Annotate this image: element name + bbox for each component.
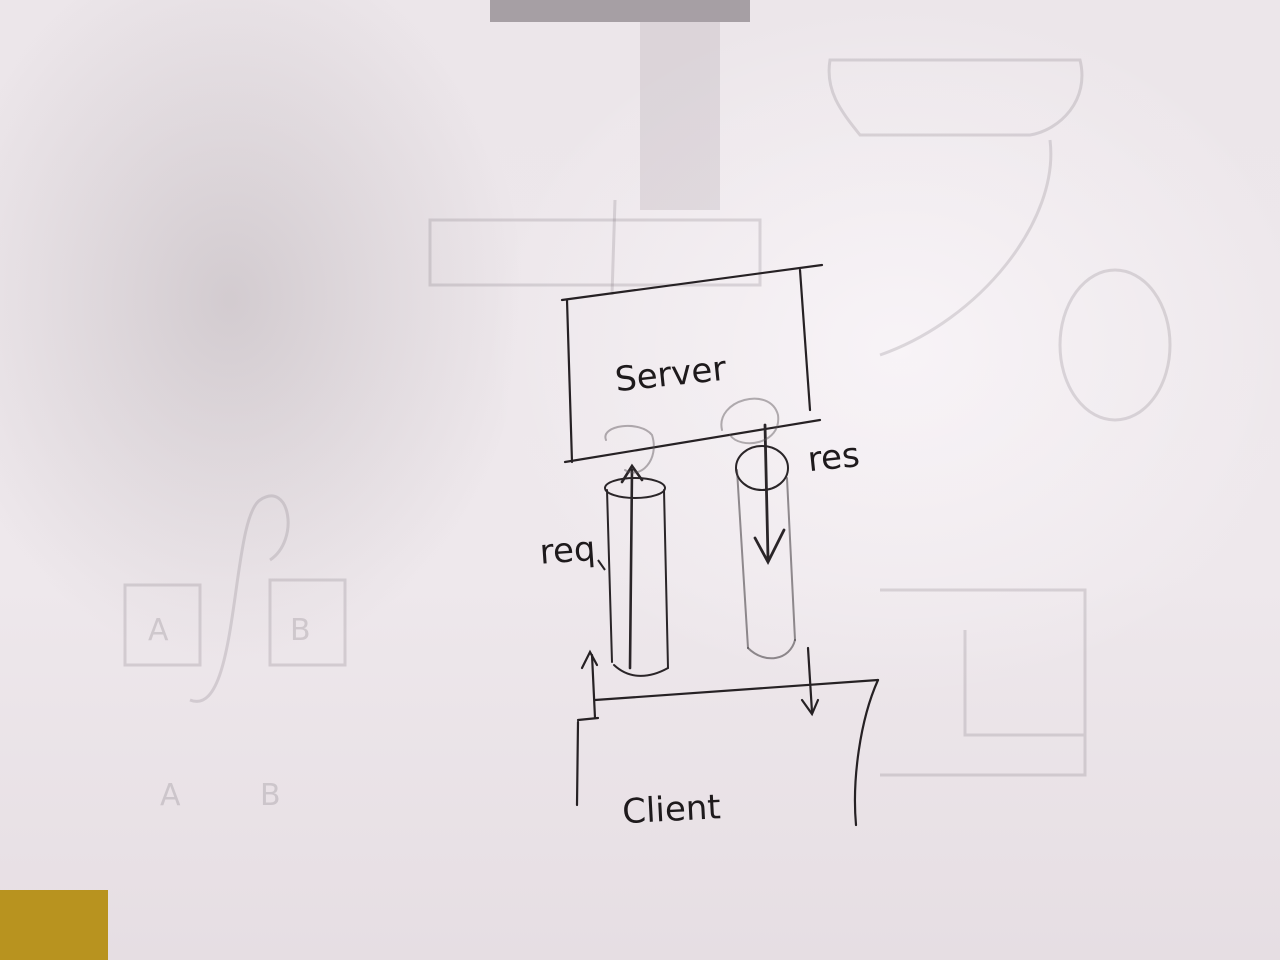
ghost-arc — [880, 140, 1051, 355]
client-box-top-edge — [595, 680, 878, 700]
request-label: req — [538, 529, 596, 573]
server-label: Server — [613, 349, 728, 400]
client-to-request-arrowhead — [582, 652, 597, 668]
response-label: res — [806, 435, 862, 480]
client-label: Client — [621, 787, 721, 832]
response-pipe-top — [736, 446, 788, 490]
response-channel — [721, 399, 795, 659]
response-arrow-shaft — [765, 425, 768, 558]
client-box-left-edge — [577, 722, 578, 805]
ghost-label-b: B — [290, 613, 311, 648]
request-pipe-right-wall — [664, 490, 668, 668]
request-pipe-top — [605, 478, 665, 498]
ghost-caption-b: B — [260, 778, 281, 813]
response-erased-loop — [721, 399, 778, 444]
response-pipe-bottom — [748, 640, 795, 658]
server-box-left-edge — [567, 300, 572, 462]
ghost-stack — [1060, 270, 1170, 420]
server-box-top-edge — [562, 265, 822, 300]
response-pipe-right-wall — [787, 478, 795, 640]
server-box-bottom-edge — [565, 420, 820, 462]
client-to-request-line — [592, 655, 595, 718]
client-box-right-edge — [855, 680, 878, 825]
request-pipe-bottom — [614, 665, 668, 676]
ghost-mid-box — [430, 220, 760, 285]
ghost-caption-a: A — [160, 778, 181, 813]
ghost-bracket — [880, 590, 1085, 775]
request-channel — [605, 426, 668, 676]
response-arrow-head — [755, 530, 784, 562]
yellow-sticky-corner — [0, 890, 108, 960]
server-box-right-edge — [800, 270, 810, 410]
response-to-client-line — [808, 648, 812, 712]
ghost-label-a: A — [148, 613, 169, 648]
request-arrow-shaft — [630, 470, 632, 668]
request-pipe-left-wall — [607, 490, 612, 662]
ghost-curve — [190, 496, 288, 701]
ghost-top-box — [829, 60, 1082, 135]
ghost-arrow-down — [612, 200, 615, 295]
response-to-client-arrowhead — [802, 700, 818, 714]
response-pipe-left-wall — [737, 470, 748, 648]
request-label-pointer — [598, 560, 605, 570]
glare-shadow — [640, 10, 720, 210]
